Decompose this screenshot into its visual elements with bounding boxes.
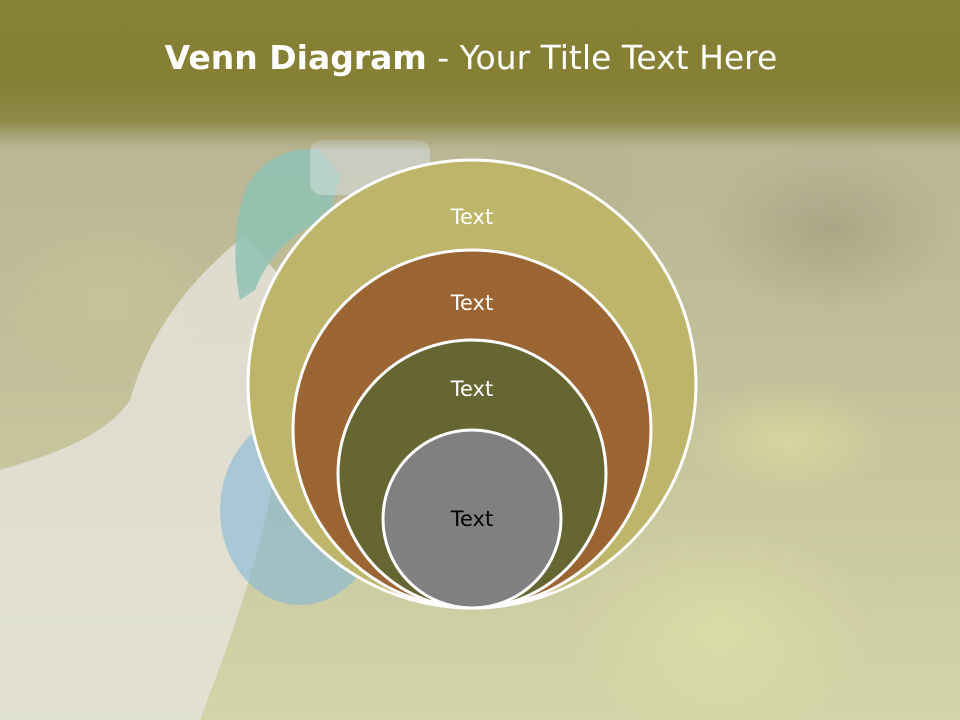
slide-title: Venn Diagram - Your Title Text Here — [0, 38, 942, 77]
venn-circle-4 — [381, 428, 563, 610]
venn-circle-1-label: Text — [450, 205, 493, 229]
title-bold-text: Venn Diagram — [164, 38, 427, 77]
title-bar — [0, 0, 960, 150]
venn-circle-3-label: Text — [450, 377, 493, 401]
venn-circle-2-label: Text — [450, 291, 493, 315]
title-regular-text: - Your Title Text Here — [426, 38, 778, 77]
venn-circle-4-label: Text — [450, 507, 493, 531]
lab-coat-sleeve — [0, 235, 300, 720]
